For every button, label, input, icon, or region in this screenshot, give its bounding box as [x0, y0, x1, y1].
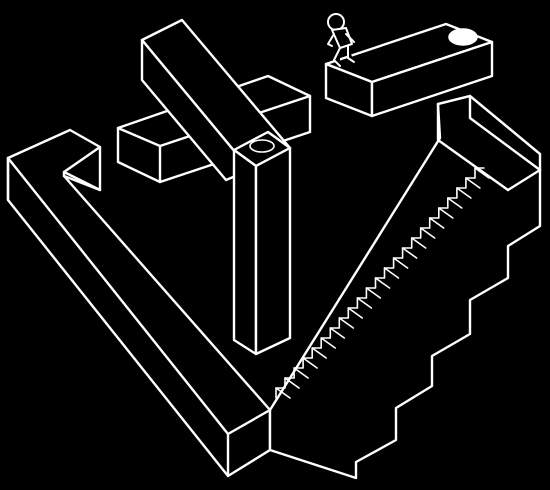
stair-tread: [428, 217, 445, 229]
goal-disc[interactable]: [448, 28, 478, 46]
stair-tread: [410, 237, 427, 249]
stair-tread: [392, 257, 409, 269]
stair-tread: [356, 297, 373, 309]
stair-tread: [302, 357, 318, 369]
stair-tread: [383, 267, 400, 279]
stair-tread: [456, 187, 472, 199]
stair-tread: [338, 317, 355, 329]
stair-tread: [446, 197, 463, 209]
stair-treads: [275, 167, 490, 399]
stair-tread: [437, 207, 454, 219]
stair-tread: [474, 167, 490, 179]
stair-tread: [465, 177, 481, 189]
stair-tread: [329, 327, 346, 339]
l-shaped-beam: [6, 128, 272, 478]
stair-tread: [401, 247, 418, 259]
stair-tread: [419, 227, 436, 239]
stair-tread: [365, 287, 382, 299]
walker-figure[interactable]: [327, 13, 355, 67]
vertical-pillar: [232, 130, 292, 356]
stair-tread: [347, 307, 364, 319]
pillar-hole: [249, 139, 275, 153]
stair-tread: [284, 377, 300, 389]
stair-tread: [293, 367, 309, 379]
stair-tread: [320, 337, 337, 349]
stair-tread: [311, 347, 328, 359]
stair-tread: [275, 387, 291, 399]
stair-tread: [374, 277, 391, 289]
impossible-staircase[interactable]: [268, 94, 542, 480]
